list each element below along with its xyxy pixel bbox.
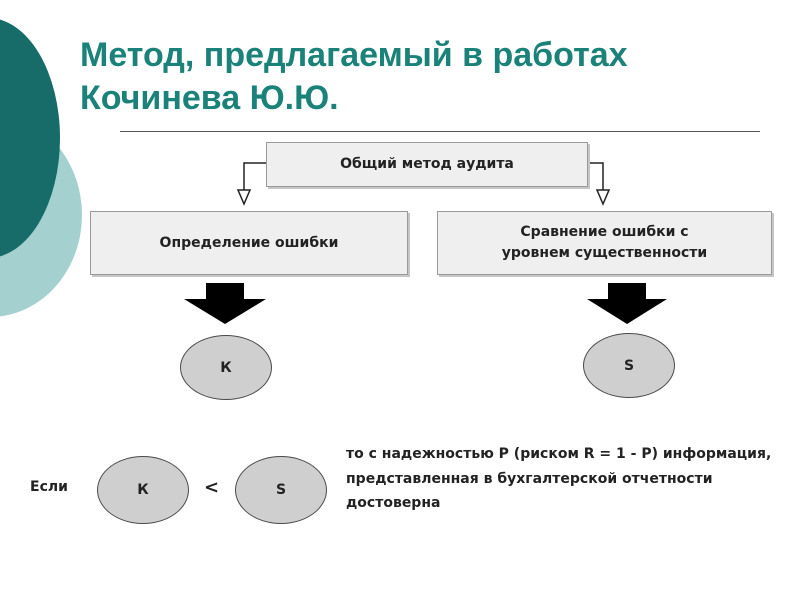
condition-s-label: S — [275, 482, 287, 498]
condition-k-oval: К — [97, 456, 189, 524]
title-divider — [120, 131, 760, 132]
title-line-1: Метод, предлагаемый в работах — [80, 36, 628, 74]
condition-k-label: К — [137, 482, 149, 498]
materiality-comparison-line-2: уровнем существенности — [501, 245, 708, 261]
materiality-comparison-box: Сравнение ошибки с уровнем существенност… — [437, 211, 772, 275]
connector-left — [243, 162, 266, 192]
block-arrow-right — [587, 283, 667, 324]
block-arrow-left — [184, 283, 266, 324]
slide-title: Метод, предлагаемый в работах Кочинева Ю… — [80, 34, 780, 120]
less-than-operator: < — [204, 477, 220, 498]
general-audit-method-box: Общий метод аудита — [266, 142, 588, 187]
materiality-comparison-line-1: Сравнение ошибки с — [520, 224, 689, 240]
general-audit-method-label: Общий метод аудита — [340, 156, 514, 172]
k-oval: К — [180, 335, 272, 400]
error-determination-label: Определение ошибки — [159, 234, 339, 251]
title-line-2: Кочинева Ю.Ю. — [80, 79, 339, 117]
s-oval: S — [583, 333, 675, 398]
connector-right — [588, 162, 604, 192]
k-oval-label: К — [220, 359, 232, 376]
dark-teal-circle — [0, 19, 60, 257]
decorative-circles — [0, 19, 82, 317]
s-oval-label: S — [623, 357, 635, 374]
arrowhead-right — [595, 189, 611, 206]
arrowhead-left — [236, 189, 252, 206]
if-label: Если — [30, 479, 68, 495]
error-determination-box: Определение ошибки — [90, 211, 408, 275]
conclusion-text: то с надежностью Р (риском R = 1 - Р) ин… — [346, 446, 772, 511]
condition-s-oval: S — [235, 456, 327, 524]
